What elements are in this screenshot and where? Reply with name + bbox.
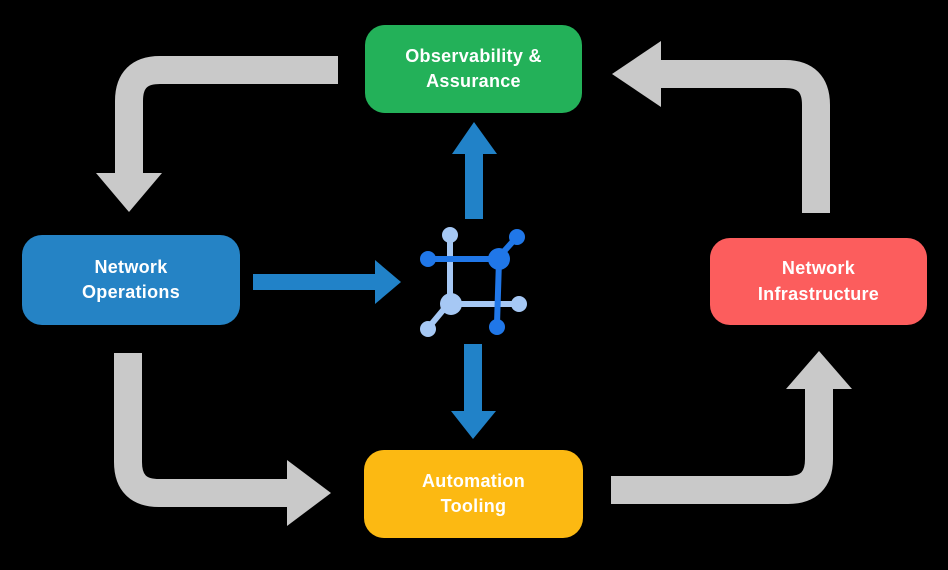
arrow-center-to-automation	[451, 344, 496, 439]
arrow-operations-to-center	[253, 260, 401, 304]
node-observability-assurance: Observability & Assurance	[365, 25, 582, 113]
arrow-automation-to-infrastructure	[611, 351, 852, 504]
arrow-observability-to-operations	[96, 56, 338, 212]
node-network-infrastructure: Network Infrastructure	[710, 238, 927, 325]
node-automation-tooling-label: Automation Tooling	[422, 470, 525, 516]
node-network-operations: Network Operations	[22, 235, 240, 325]
arrow-infrastructure-to-observability	[612, 41, 830, 213]
node-network-infrastructure-label: Network Infrastructure	[757, 258, 880, 304]
node-automation-tooling: Automation Tooling	[364, 450, 583, 538]
arrow-center-to-observability	[452, 122, 497, 219]
network-mesh-icon	[420, 227, 527, 337]
node-observability-assurance-label: Observability & Assurance	[405, 45, 542, 91]
node-network-operations-label: Network Operations	[81, 256, 181, 302]
arrow-operations-to-automation	[114, 353, 331, 526]
